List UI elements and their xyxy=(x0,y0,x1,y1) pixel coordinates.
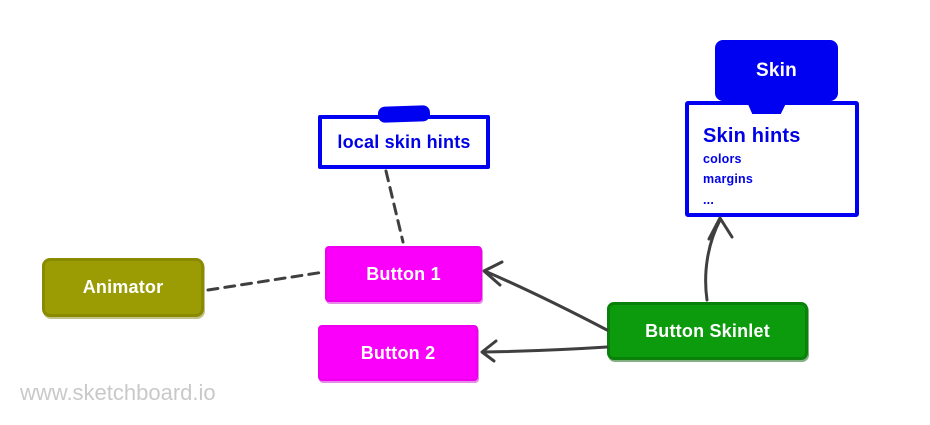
node-button-skinlet-label: Button Skinlet xyxy=(645,320,770,341)
node-button-2: Button 2 xyxy=(318,325,478,381)
node-local-skin-hints: local skin hints xyxy=(318,115,490,169)
node-button-1-label: Button 1 xyxy=(366,263,441,284)
node-skin-label: Skin xyxy=(756,59,797,81)
edge-localskinhints-button1 xyxy=(384,169,405,244)
node-skin-hints: Skin hints colors margins ... xyxy=(685,101,859,217)
edge-animator-button1 xyxy=(206,270,326,292)
node-animator: Animator xyxy=(42,258,204,317)
node-skin: Skin xyxy=(715,40,838,101)
edge-buttonskinlet-button1 xyxy=(485,270,609,332)
note-scribble-icon xyxy=(377,105,431,123)
skin-hints-item: margins xyxy=(703,172,754,186)
arrowhead-button1-icon xyxy=(482,260,504,287)
node-animator-label: Animator xyxy=(82,277,164,297)
sketchboard-watermark: www.sketchboard.io xyxy=(20,380,216,405)
skin-hints-item: ... xyxy=(703,193,715,207)
node-button-1: Button 1 xyxy=(325,246,482,302)
skin-hints-title: Skin hints xyxy=(703,125,801,147)
edge-buttonskinlet-skinhints xyxy=(704,218,722,302)
skin-hints-item: colors xyxy=(703,152,742,166)
node-button-2-label: Button 2 xyxy=(360,342,436,363)
arrowhead-skinhints-icon xyxy=(707,216,734,241)
arrowhead-button2-icon xyxy=(480,339,498,363)
edge-buttonskinlet-button2 xyxy=(482,345,609,354)
node-local-skin-hints-label: local skin hints xyxy=(337,131,471,152)
node-button-skinlet: Button Skinlet xyxy=(607,302,808,360)
